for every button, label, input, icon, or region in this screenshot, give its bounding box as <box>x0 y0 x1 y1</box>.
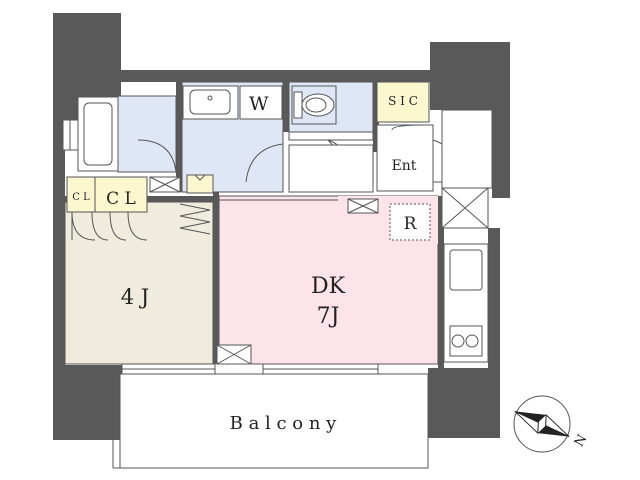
closet-label: C L <box>106 189 136 209</box>
compass-north-label: N <box>572 432 591 449</box>
shoe-closet-floor <box>376 81 430 123</box>
shoe-closet-label: S I C <box>388 94 418 108</box>
closet-floor <box>94 176 148 213</box>
bathroom-floor <box>117 95 177 173</box>
balcony-area <box>119 373 429 469</box>
refrigerator-space <box>389 203 431 241</box>
compass-ring <box>513 395 571 453</box>
mirror-panel <box>239 85 283 120</box>
structural-walls <box>53 13 510 440</box>
entrance-label: Ent <box>392 158 417 174</box>
washer-floor <box>186 174 214 194</box>
entrance-area <box>376 124 434 192</box>
bedroom-size-label: 4 J <box>121 285 149 309</box>
balcony-label: B a l c o n y <box>230 413 338 434</box>
room-fills <box>64 81 439 365</box>
kitchen-sink <box>449 249 483 291</box>
room-labels: W S I C Ent C L C L R 4 J DK 7J B a l c … <box>72 93 418 434</box>
bedroom-floor <box>64 201 214 365</box>
compass: N <box>513 395 591 453</box>
bathtub <box>77 96 119 172</box>
dk-name-label: DK <box>311 274 346 299</box>
washroom-label: W <box>249 93 269 115</box>
dk-size-label: 7J <box>317 304 340 329</box>
fixtures <box>62 85 493 469</box>
kitchen-counter <box>443 243 489 363</box>
refrigerator-label: R <box>404 214 418 234</box>
closet-small-label: C L <box>72 192 90 203</box>
closet-small-floor <box>66 176 96 213</box>
north-arrow-icon <box>514 410 570 438</box>
